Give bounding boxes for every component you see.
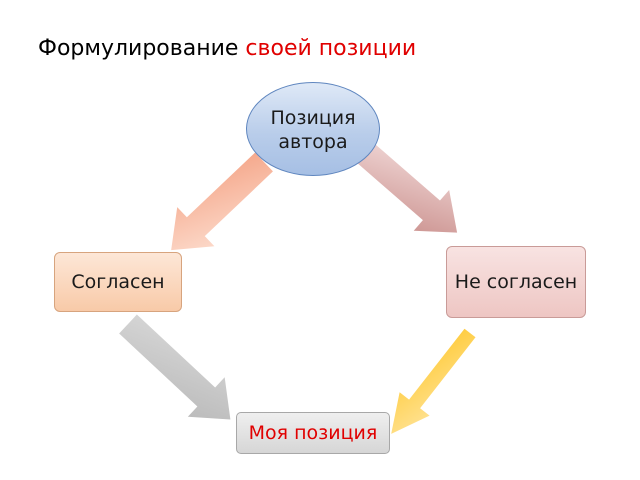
agree-node: Согласен (54, 252, 182, 312)
title-part-red: своей позиции (245, 36, 417, 61)
author-position-node: Позиция автора (246, 82, 380, 176)
arrow-disagree-to-my-position (391, 328, 476, 434)
author-position-line2: автора (278, 131, 348, 153)
arrow-author-to-disagree (353, 140, 458, 233)
author-position-line1: Позиция (270, 107, 356, 129)
title-part-black: Формулирование (38, 36, 246, 61)
arrow-agree-to-my-position (119, 314, 231, 420)
disagree-node: Не согласен (446, 246, 586, 318)
my-position-node: Моя позиция (236, 412, 390, 454)
disagree-label: Не согласен (454, 271, 578, 293)
arrow-author-to-agree (171, 152, 273, 251)
agree-label: Согласен (71, 271, 165, 293)
author-position-label: Позиция автора (270, 106, 355, 154)
my-position-label: Моя позиция (248, 422, 378, 444)
page-title: Формулирование своей позиции (38, 34, 416, 64)
